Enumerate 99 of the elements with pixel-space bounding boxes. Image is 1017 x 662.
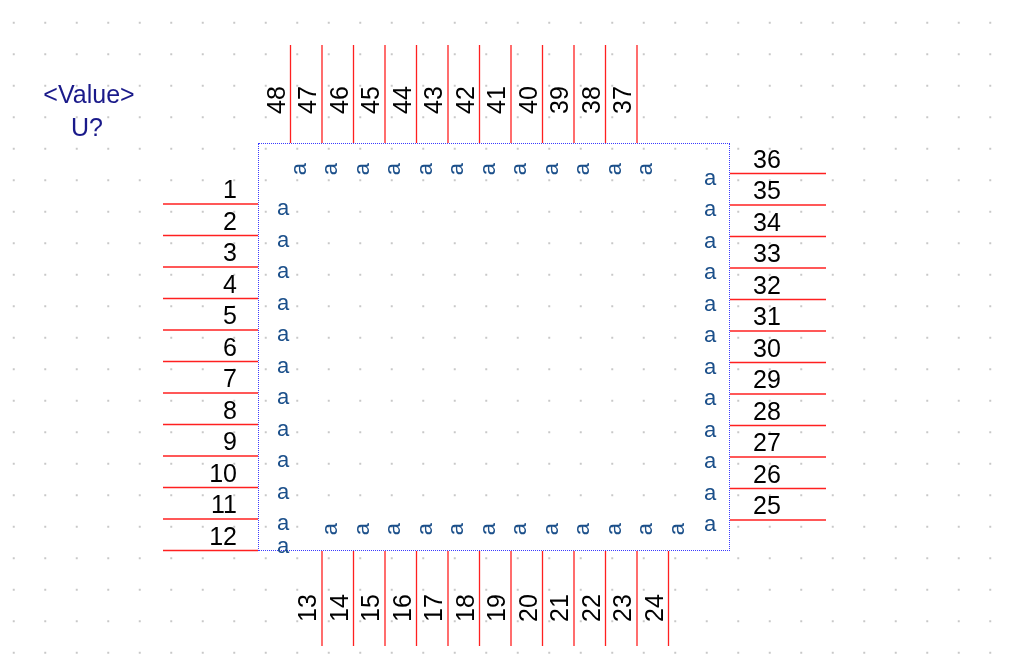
- pin-number: 29: [753, 366, 781, 392]
- pin-number: 45: [357, 86, 383, 114]
- pin-number: 1: [223, 176, 237, 202]
- pin-number: 44: [389, 86, 414, 114]
- pin-number: 2: [223, 208, 237, 233]
- pin-name: a: [634, 162, 656, 176]
- pin-number: 28: [753, 398, 781, 423]
- pin-name: a: [703, 166, 717, 189]
- pin-name: a: [276, 480, 290, 503]
- pin-name: a: [602, 522, 625, 536]
- pin-name: a: [350, 522, 373, 536]
- pin-name: a: [703, 324, 717, 346]
- pin-name: a: [476, 522, 499, 536]
- pin-number: 19: [483, 594, 509, 622]
- pin-name: a: [703, 387, 717, 409]
- pin-name: a: [276, 512, 290, 534]
- pin-number: 25: [753, 492, 781, 518]
- pin-name: a: [703, 355, 717, 378]
- pin-name: a: [287, 162, 310, 176]
- component-body: [258, 143, 730, 551]
- pin-name: a: [382, 522, 404, 536]
- pin-name: a: [508, 522, 530, 536]
- pin-name: a: [413, 162, 436, 176]
- pin-name: a: [319, 162, 341, 176]
- pin-name: a: [276, 260, 290, 282]
- pin-name: a: [571, 162, 593, 176]
- pin-number: 20: [515, 594, 540, 622]
- pin-number: 36: [753, 146, 781, 171]
- pin-name: a: [703, 292, 717, 315]
- pin-name: a: [276, 354, 290, 377]
- pin-name: a: [703, 229, 717, 252]
- pin-name: a: [276, 449, 290, 471]
- pin-number: 4: [223, 271, 237, 296]
- pin-number: 43: [420, 86, 446, 114]
- pin-number: 48: [263, 86, 288, 114]
- pin-name: a: [476, 162, 499, 176]
- pin-name: a: [665, 522, 688, 536]
- pin-name: a: [539, 162, 562, 176]
- pin-name: a: [571, 522, 593, 536]
- pin-number: 33: [753, 240, 781, 266]
- pin-number: 11: [211, 491, 237, 517]
- pin-number: 13: [294, 594, 320, 622]
- pin-name: a: [319, 522, 341, 536]
- pin-number: 10: [209, 460, 237, 485]
- pin-name: a: [413, 522, 436, 536]
- pin-number: 38: [578, 86, 603, 114]
- pin-number: 34: [753, 209, 781, 234]
- pin-name: a: [445, 162, 467, 176]
- reference-designator: U?: [71, 114, 103, 140]
- pin-name: a: [703, 450, 717, 472]
- pin-number: 41: [483, 86, 509, 114]
- pin-number: 5: [223, 302, 237, 328]
- pin-number: 24: [641, 594, 666, 622]
- pin-name: a: [703, 418, 717, 441]
- pin-number: 47: [294, 86, 320, 114]
- pin-number: 21: [546, 594, 572, 622]
- pin-name: a: [508, 162, 530, 176]
- pin-name: a: [276, 417, 290, 440]
- pin-number: 8: [223, 397, 237, 422]
- pin-number: 17: [420, 594, 446, 622]
- pin-name: a: [350, 162, 373, 176]
- pin-name: a: [276, 228, 290, 251]
- pin-name: a: [276, 386, 290, 408]
- pin-name: a: [539, 522, 562, 536]
- pin-number: 27: [753, 429, 781, 455]
- pin-name: a: [634, 522, 656, 536]
- pin-number: 9: [223, 428, 237, 454]
- pin-name: a: [276, 535, 290, 557]
- pin-name: a: [703, 481, 717, 504]
- pin-number: 15: [357, 594, 383, 622]
- pin-number: 26: [753, 461, 781, 486]
- pin-number: 35: [753, 177, 781, 203]
- pin-number: 7: [223, 365, 237, 391]
- pin-number: 39: [546, 86, 572, 114]
- pin-number: 40: [515, 86, 540, 114]
- pin-number: 32: [753, 272, 781, 297]
- value-label: <Value>: [43, 81, 135, 107]
- pin-name: a: [703, 261, 717, 283]
- pin-name: a: [703, 198, 717, 220]
- pin-number: 14: [326, 594, 351, 622]
- pin-number: 46: [326, 86, 351, 114]
- pin-number: 22: [578, 594, 603, 622]
- pin-name: a: [276, 291, 290, 314]
- pin-name: a: [276, 323, 290, 345]
- pin-number: 12: [209, 523, 237, 548]
- pin-number: 6: [223, 334, 237, 359]
- pin-name: a: [602, 162, 625, 176]
- pin-number: 16: [389, 594, 414, 622]
- pin-name: a: [276, 197, 290, 219]
- pin-number: 30: [753, 335, 781, 360]
- pin-number: 3: [223, 239, 237, 265]
- pin-number: 18: [452, 594, 477, 622]
- pin-name: a: [703, 513, 717, 535]
- pin-name: a: [382, 162, 404, 176]
- pin-number: 37: [609, 86, 635, 114]
- pin-number: 31: [753, 303, 781, 329]
- pin-number: 23: [609, 594, 635, 622]
- pin-number: 42: [452, 86, 477, 114]
- pin-name: a: [445, 522, 467, 536]
